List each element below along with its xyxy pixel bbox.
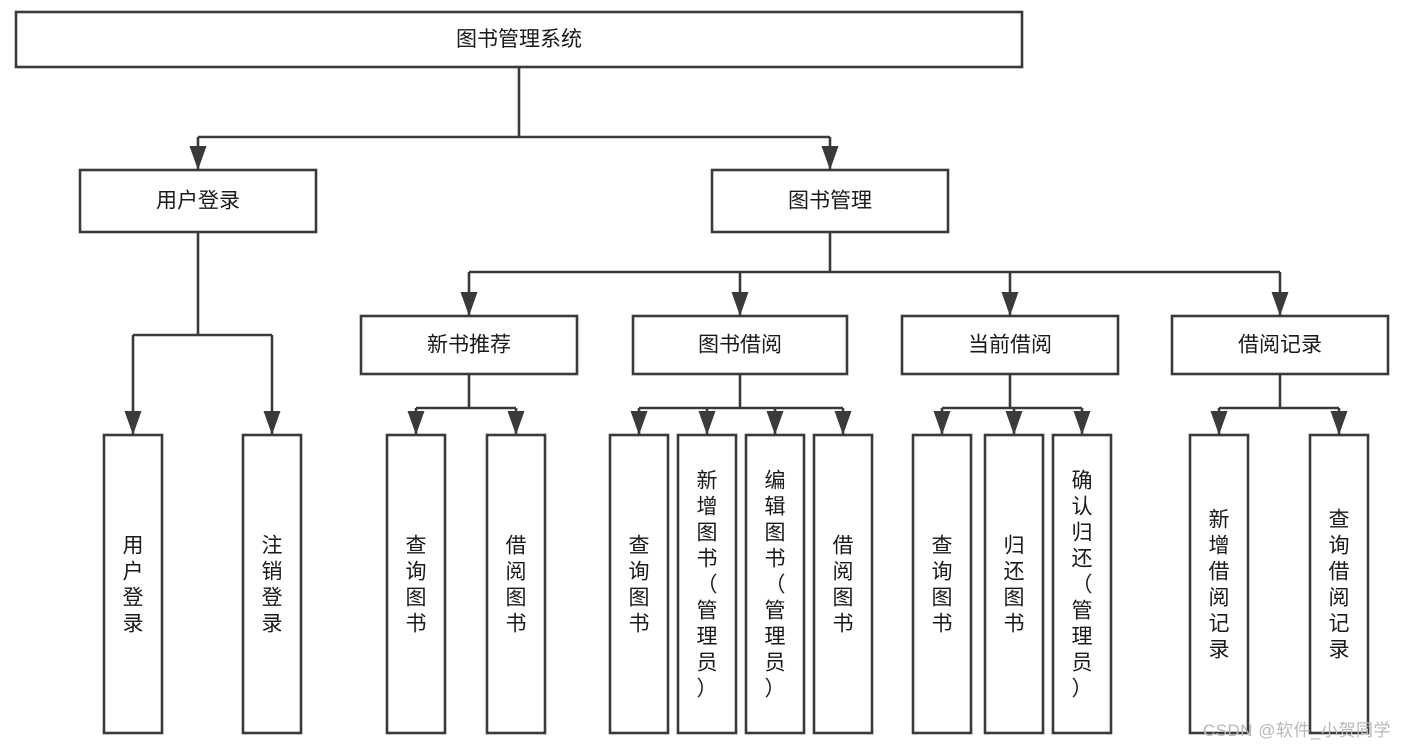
node-box[interactable] (78, 168, 318, 234)
node-label: 图书借阅 (698, 334, 782, 357)
node-leaf-edit-book-admin[interactable]: 编辑图书（管理员） (744, 433, 806, 735)
node-box[interactable] (900, 314, 1120, 376)
node-current-borrow[interactable]: 当前借阅 (900, 314, 1120, 376)
node-user-login[interactable]: 用户登录 (78, 168, 318, 234)
node-leaf-user-logout[interactable]: 注销登录 (241, 433, 303, 735)
arrow-head-icon (834, 411, 852, 435)
node-box[interactable] (359, 314, 579, 376)
node-label: 查询借阅记录 (1329, 508, 1350, 661)
node-box[interactable] (1170, 314, 1390, 376)
arrow-head-icon (189, 146, 207, 170)
node-leaf-user-login[interactable]: 用户登录 (102, 433, 164, 735)
node-leaf-query-book-2[interactable]: 查询图书 (608, 433, 670, 735)
node-box[interactable] (385, 433, 447, 735)
arrow-head-icon (460, 292, 478, 316)
arrow-head-icon (933, 411, 951, 435)
node-label: 借阅图书 (506, 534, 527, 635)
node-leaf-return-book[interactable]: 归还图书 (983, 433, 1045, 735)
csdn-watermark: CSDN @软件_小贺同学 (1202, 721, 1391, 740)
node-leaf-add-book-admin[interactable]: 新增图书（管理员） (676, 433, 738, 735)
node-label: 新增借阅记录 (1209, 508, 1230, 661)
node-box[interactable] (676, 433, 738, 735)
node-label: 新书推荐 (427, 334, 511, 357)
node-label: 图书管理系统 (456, 28, 582, 51)
connector-edges-layer (124, 67, 1348, 435)
node-borrow-record[interactable]: 借阅记录 (1170, 314, 1390, 376)
node-label: 确认归还（管理员） (1072, 469, 1093, 700)
arrow-head-icon (766, 411, 784, 435)
node-label: 用户登录 (156, 190, 240, 213)
arrow-head-icon (1210, 411, 1228, 435)
node-box[interactable] (631, 314, 849, 376)
arrow-head-icon (1271, 292, 1289, 316)
node-leaf-query-borrow-record[interactable]: 查询借阅记录 (1308, 433, 1370, 735)
node-box[interactable] (911, 433, 973, 735)
node-label: 查询图书 (932, 534, 953, 635)
node-box[interactable] (14, 10, 1024, 69)
arrow-head-icon (1001, 292, 1019, 316)
arrow-head-icon (407, 411, 425, 435)
arrow-head-icon (821, 146, 839, 170)
arrow-head-icon (731, 292, 749, 316)
node-label: 归还图书 (1004, 534, 1025, 635)
node-box[interactable] (812, 433, 874, 735)
arrow-head-icon (1073, 411, 1091, 435)
node-root[interactable]: 图书管理系统 (14, 10, 1024, 69)
node-leaf-confirm-return-admin[interactable]: 确认归还（管理员） (1051, 433, 1113, 735)
arrow-head-icon (698, 411, 716, 435)
arrow-head-icon (263, 411, 281, 435)
node-box[interactable] (241, 433, 303, 735)
node-box[interactable] (1188, 433, 1250, 735)
node-label: 查询图书 (629, 534, 650, 635)
node-box[interactable] (102, 433, 164, 735)
node-label: 注销登录 (262, 534, 283, 635)
node-leaf-query-book-1[interactable]: 查询图书 (385, 433, 447, 735)
arrow-head-icon (507, 411, 525, 435)
arrow-head-icon (1005, 411, 1023, 435)
node-box[interactable] (608, 433, 670, 735)
node-label: 编辑图书（管理员） (765, 469, 786, 700)
node-leaf-borrow-book-2[interactable]: 借阅图书 (812, 433, 874, 735)
node-box[interactable] (983, 433, 1045, 735)
node-leaf-add-borrow-record[interactable]: 新增借阅记录 (1188, 433, 1250, 735)
node-label: 用户登录 (123, 534, 144, 635)
node-box[interactable] (1308, 433, 1370, 735)
arrow-head-icon (124, 411, 142, 435)
node-label: 查询图书 (406, 534, 427, 635)
node-label: 借阅图书 (833, 534, 854, 635)
node-label: 当前借阅 (968, 334, 1052, 357)
node-new-book-recommend[interactable]: 新书推荐 (359, 314, 579, 376)
node-label: 新增图书（管理员） (697, 469, 718, 700)
node-book-manage[interactable]: 图书管理 (710, 168, 950, 234)
arrow-head-icon (630, 411, 648, 435)
node-box[interactable] (744, 433, 806, 735)
node-box[interactable] (710, 168, 950, 234)
node-boxes-layer: 图书管理系统用户登录图书管理新书推荐图书借阅当前借阅借阅记录用户登录注销登录查询… (14, 10, 1390, 735)
node-label: 图书管理 (788, 190, 872, 213)
node-box[interactable] (485, 433, 547, 735)
arrow-head-icon (1330, 411, 1348, 435)
node-box[interactable] (1051, 433, 1113, 735)
node-label: 借阅记录 (1238, 334, 1322, 357)
node-leaf-query-book-3[interactable]: 查询图书 (911, 433, 973, 735)
node-leaf-borrow-book-1[interactable]: 借阅图书 (485, 433, 547, 735)
node-book-borrow[interactable]: 图书借阅 (631, 314, 849, 376)
